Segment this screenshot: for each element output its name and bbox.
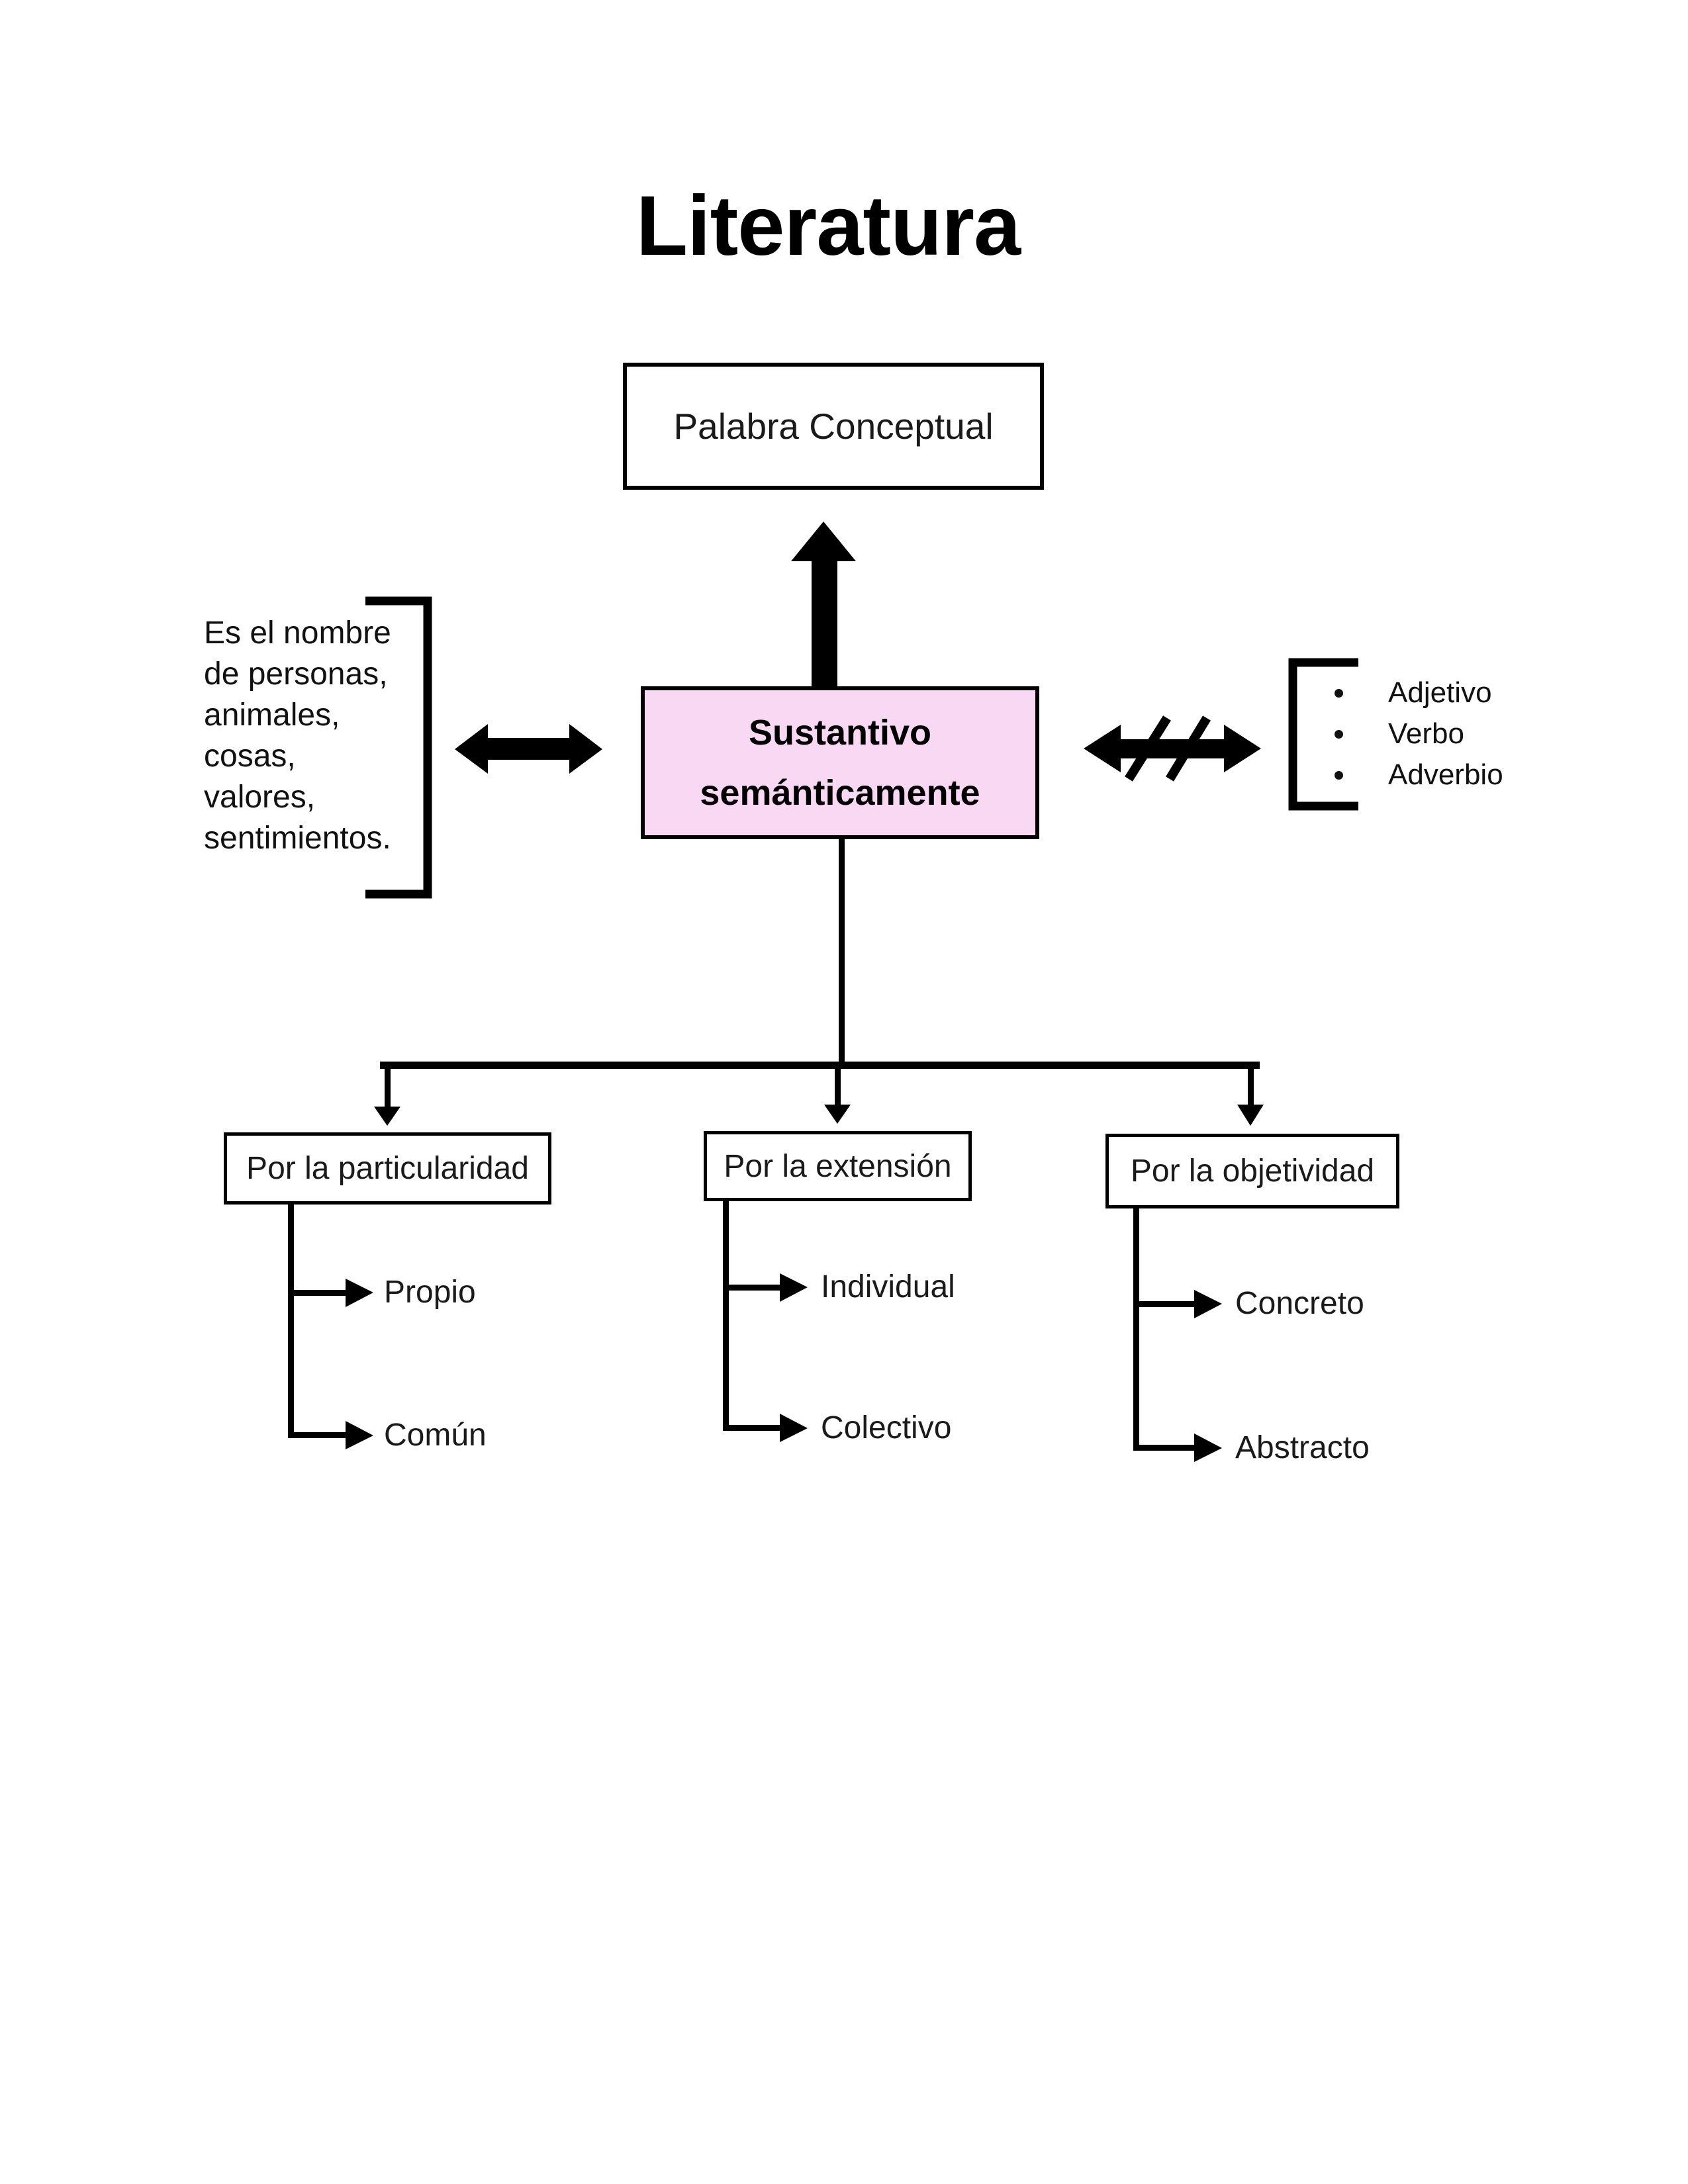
leaf-comun: Común	[384, 1418, 487, 1453]
list-item: Adverbio	[1335, 754, 1503, 796]
category-label: Por la particularidad	[246, 1151, 529, 1186]
cross-slash-1	[1125, 715, 1171, 782]
note-line: valores,	[204, 780, 316, 815]
left-double-arrow	[455, 724, 602, 774]
palabra-conceptual-box: Palabra Conceptual	[623, 363, 1044, 490]
category-box-objetividad: Por la objetividad	[1105, 1134, 1399, 1208]
right-list-bracket	[1288, 658, 1358, 811]
branches-objetividad	[1133, 1208, 1222, 1462]
bullet-icon	[1335, 770, 1343, 780]
bullet-icon	[1335, 729, 1343, 739]
sustantivo-box: Sustantivo semánticamente	[641, 686, 1039, 839]
leaf-propio: Propio	[384, 1275, 476, 1310]
left-note-bracket	[365, 596, 432, 899]
right-crossed-double-arrow	[1084, 715, 1261, 782]
category-box-extension: Por la extensión	[704, 1131, 972, 1201]
leaf-individual: Individual	[821, 1269, 955, 1304]
list-item-label: Adjetivo	[1388, 676, 1492, 709]
leaf-colectivo: Colectivo	[821, 1410, 952, 1445]
stem-objetividad	[1237, 1066, 1264, 1126]
list-item-label: Verbo	[1388, 717, 1464, 750]
list-item: Verbo	[1335, 713, 1503, 754]
stem-particularidad	[374, 1066, 400, 1126]
leaf-abstracto: Abstracto	[1235, 1430, 1370, 1465]
sustantivo-line1: Sustantivo	[748, 713, 932, 752]
sustantivo-line2: semánticamente	[700, 773, 980, 813]
up-arrow	[791, 522, 856, 688]
center-stem	[839, 835, 845, 1066]
note-line: sentimientos.	[204, 821, 391, 856]
page-title: Literatura	[635, 179, 1021, 273]
note-line: Es el nombre	[204, 615, 391, 651]
bullet-icon	[1335, 688, 1343, 698]
category-label: Por la extensión	[724, 1148, 952, 1184]
branches-extension	[723, 1201, 808, 1442]
note-line: de personas,	[204, 657, 388, 692]
note-line: animales,	[204, 698, 340, 733]
cross-slash-2	[1166, 715, 1211, 782]
leaf-concreto: Concreto	[1235, 1286, 1364, 1321]
tree-connector	[380, 1062, 1260, 1069]
note-line: cosas,	[204, 739, 296, 774]
stem-extension	[824, 1066, 851, 1124]
right-word-list: Adjetivo Verbo Adverbio	[1335, 672, 1503, 796]
branches-particularidad	[288, 1205, 373, 1449]
left-note: Es el nombre de personas, animales, cosa…	[204, 613, 391, 859]
list-item-label: Adverbio	[1388, 758, 1503, 791]
list-item: Adjetivo	[1335, 672, 1503, 713]
palabra-conceptual-label: Palabra Conceptual	[673, 406, 994, 447]
category-box-particularidad: Por la particularidad	[224, 1132, 551, 1205]
category-label: Por la objetividad	[1130, 1154, 1375, 1189]
